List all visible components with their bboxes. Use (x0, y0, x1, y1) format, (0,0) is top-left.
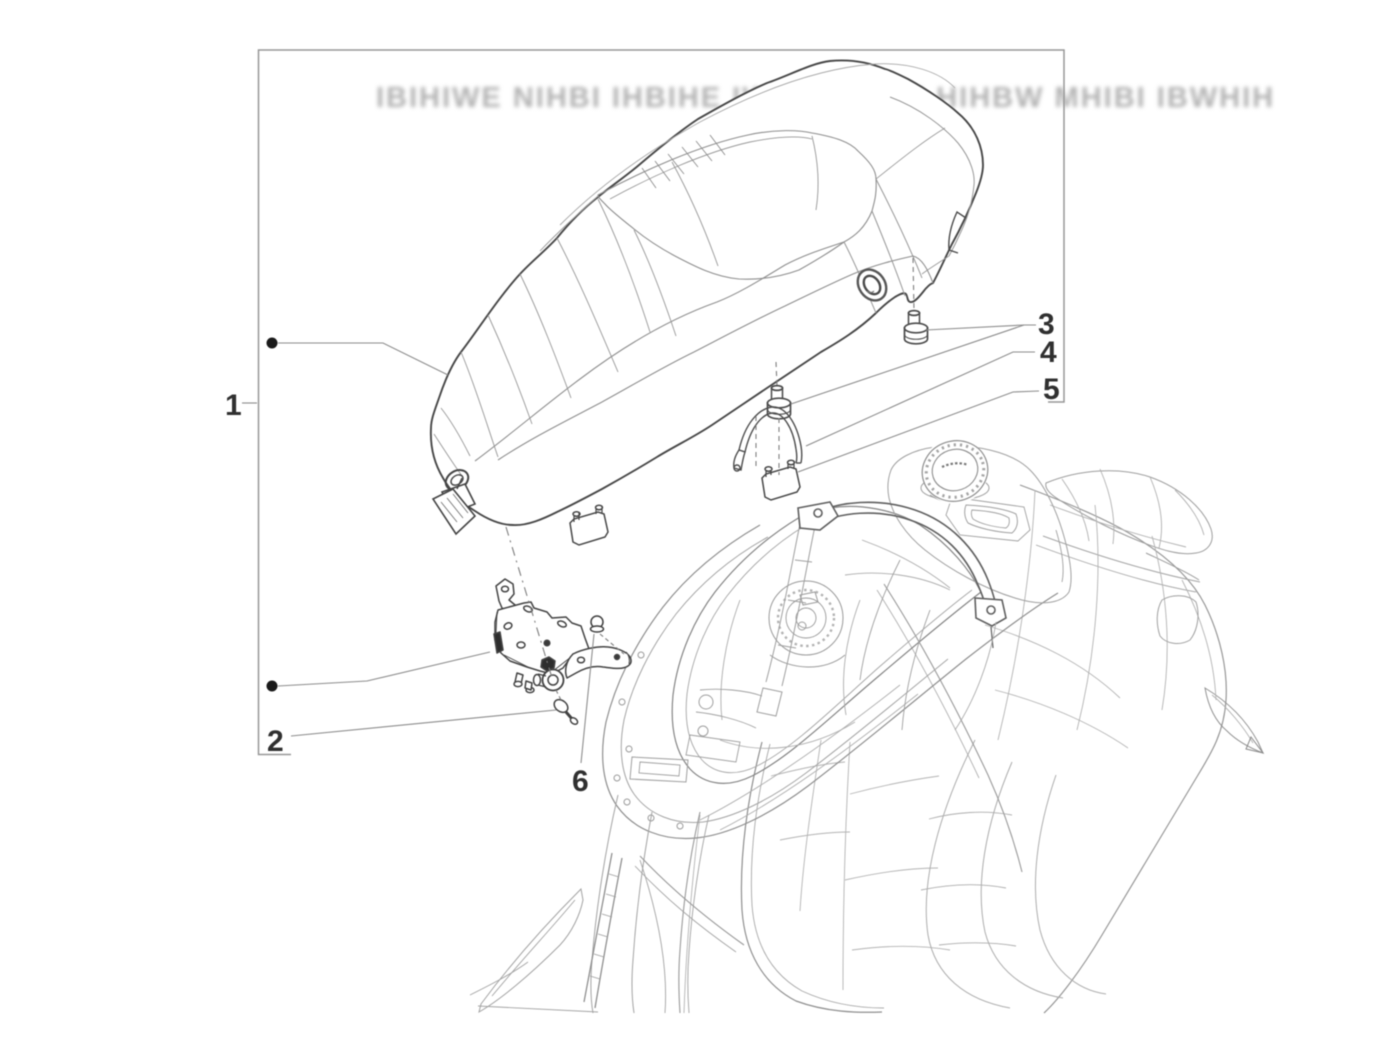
svg-text:1: 1 (225, 389, 242, 422)
svg-text:6: 6 (572, 765, 589, 798)
svg-text:5: 5 (1043, 373, 1060, 406)
svg-text:4: 4 (1040, 336, 1057, 369)
svg-text:3: 3 (1038, 308, 1055, 341)
svg-text:2: 2 (267, 725, 284, 758)
